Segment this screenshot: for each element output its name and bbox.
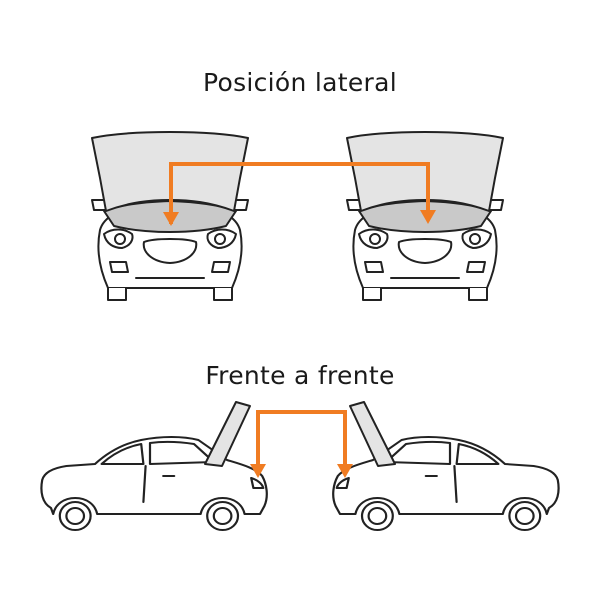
connection-arrow-bottom bbox=[256, 410, 347, 468]
front-to-front-title: Frente a frente bbox=[205, 361, 395, 390]
arrowhead-bottom-left bbox=[250, 464, 266, 478]
car-right-side-view bbox=[332, 401, 560, 532]
connection-arrow-top bbox=[169, 162, 430, 224]
side-by-side-title: Posición lateral bbox=[202, 68, 398, 97]
arrowhead-top-right bbox=[420, 210, 436, 224]
arrowhead-bottom-right bbox=[337, 464, 353, 478]
car-left-side-view bbox=[40, 401, 268, 532]
arrowhead-top-left bbox=[163, 212, 179, 226]
